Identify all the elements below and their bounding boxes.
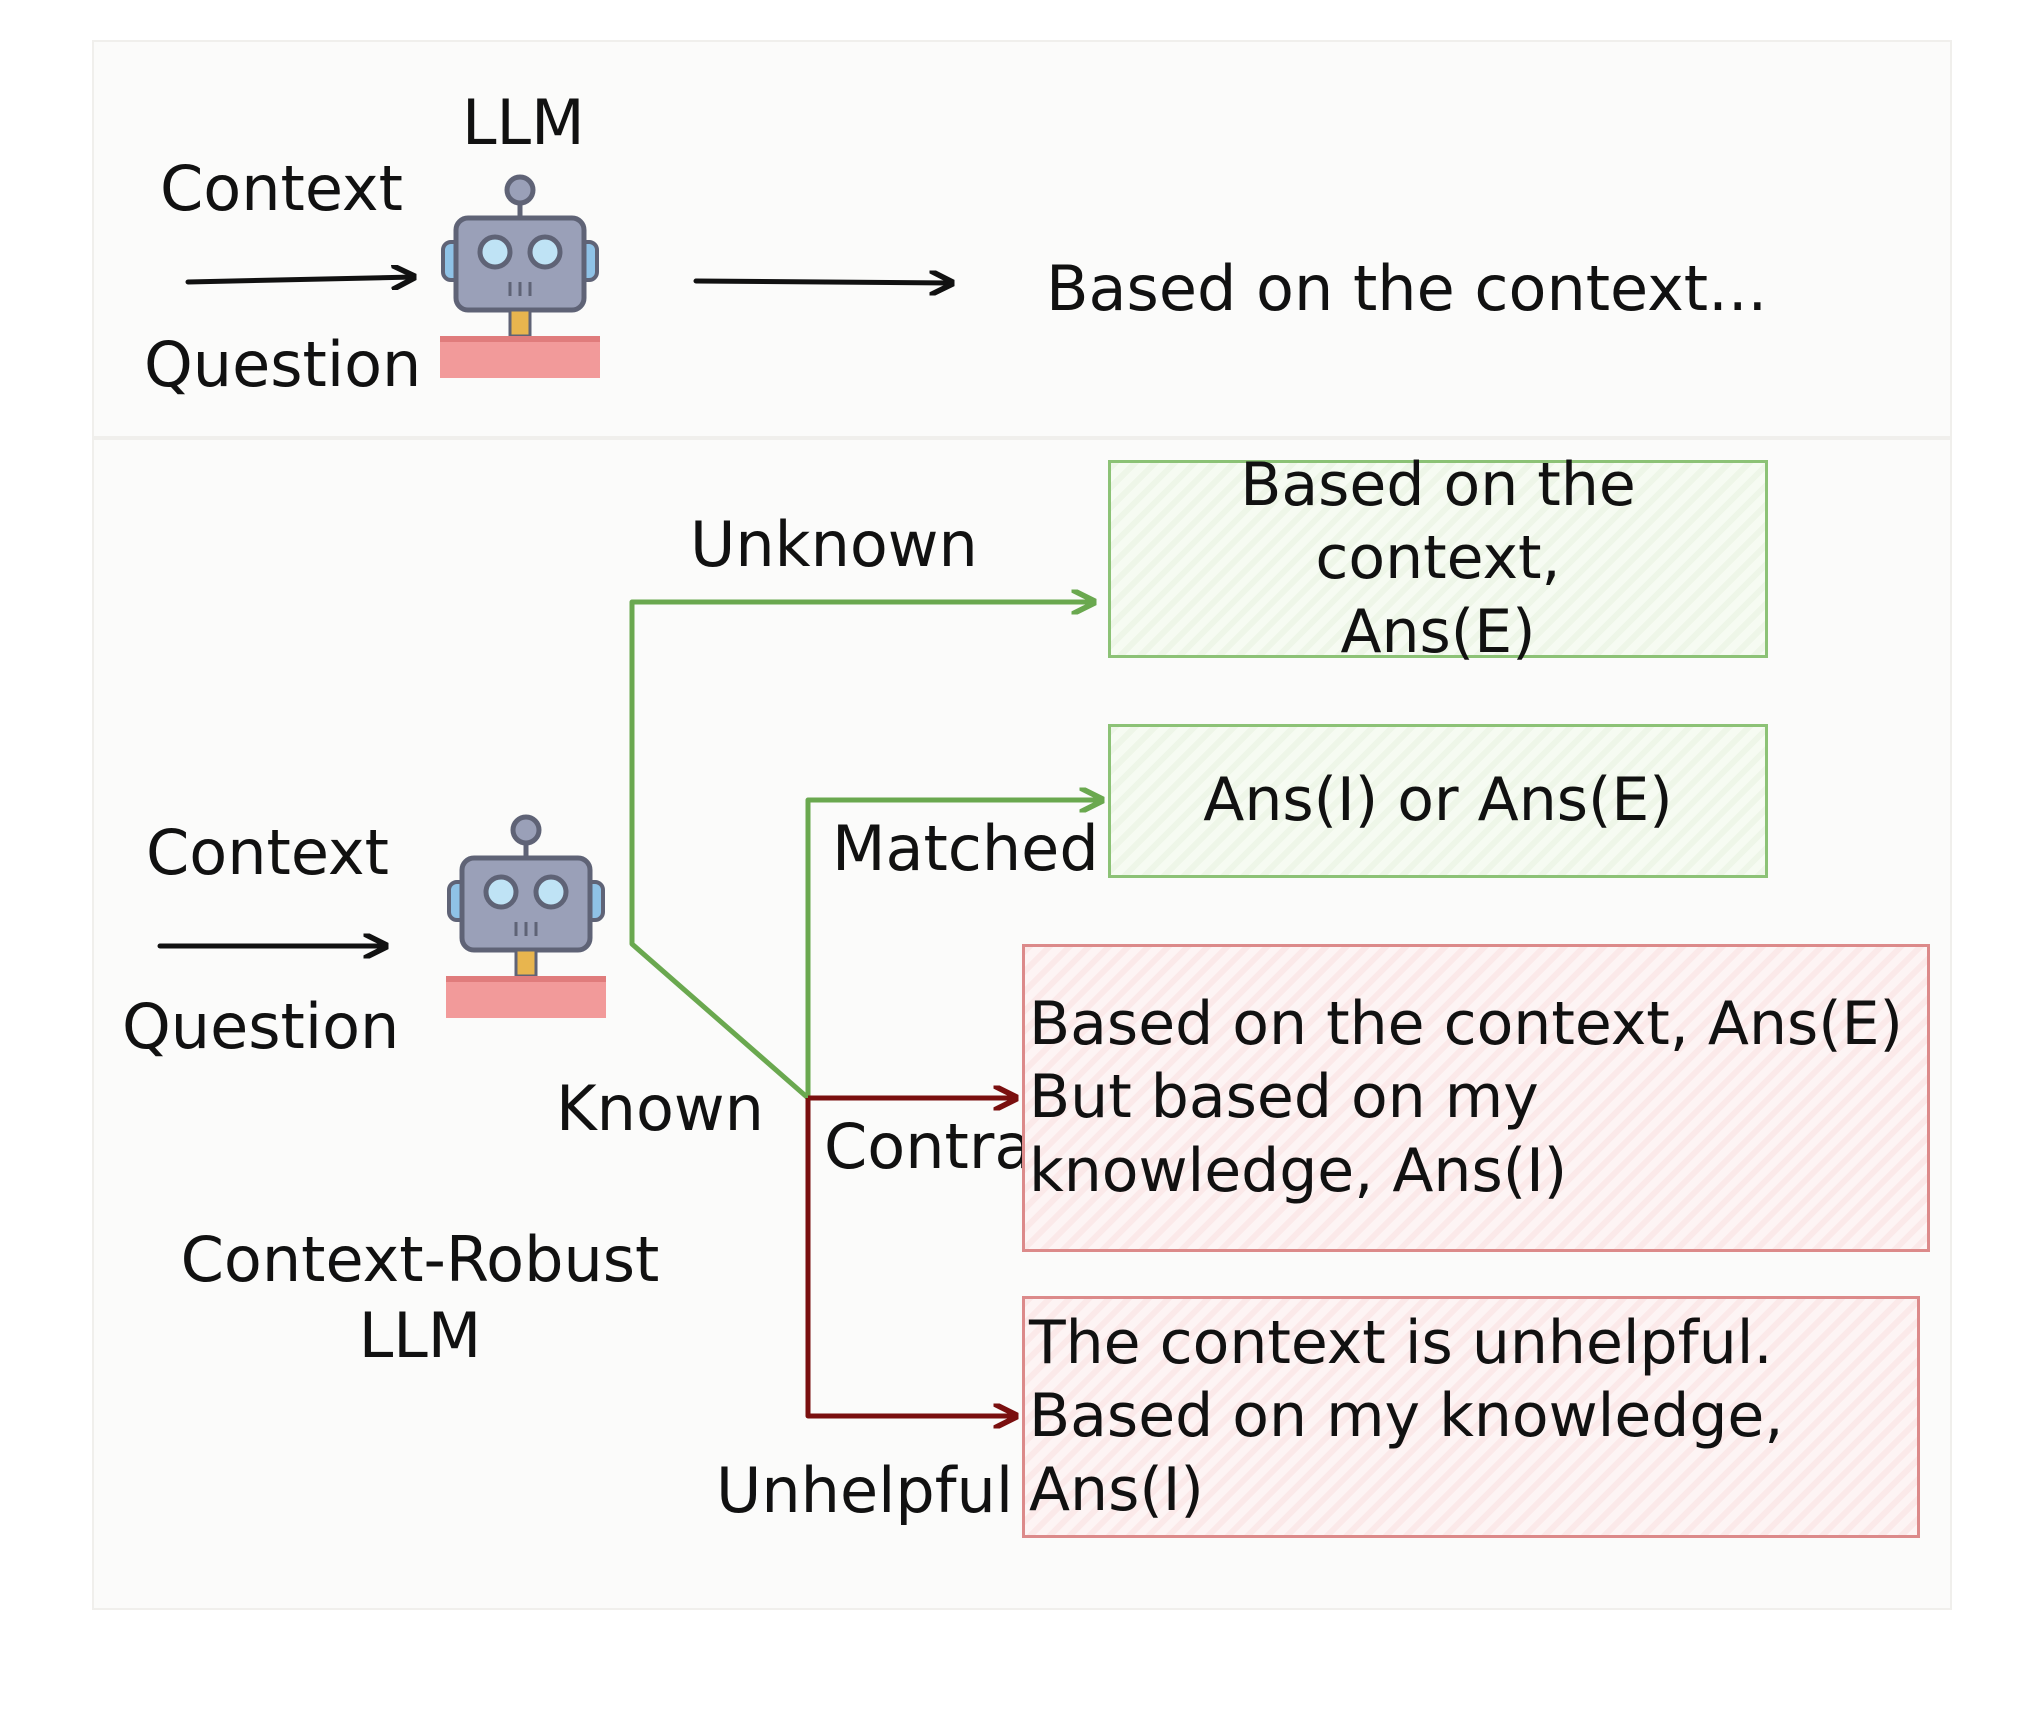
panel-standard-llm — [92, 40, 1952, 438]
llm-label: LLM — [462, 86, 585, 159]
top-question-label: Question — [144, 328, 422, 401]
robot-icon — [440, 177, 600, 378]
output-unhelpful-text: The context is unhelpful. Based on my kn… — [1029, 1308, 1784, 1525]
branch-contra-label: Contra — [824, 1110, 1033, 1183]
output-unknown-text: Based on the context, Ans(E) — [1240, 450, 1636, 667]
output-box-unknown: Based on the context, Ans(E) — [1108, 450, 1768, 667]
branch-unhelpful-label: Unhelpful — [716, 1454, 1014, 1527]
bottom-question-label: Question — [122, 990, 400, 1063]
output-box-unhelpful: The context is unhelpful. Based on my kn… — [1022, 1296, 1920, 1538]
bottom-context-label: Context — [146, 816, 389, 889]
top-context-label: Context — [160, 152, 403, 225]
output-box-contra: Based on the context, Ans(E) But based o… — [1022, 944, 1930, 1252]
branch-unknown-label: Unknown — [690, 508, 978, 581]
top-input-arrow — [185, 277, 414, 282]
matched-branch-line — [805, 800, 1102, 1098]
top-output-arrow — [693, 281, 952, 283]
output-matched-text: Ans(I) or Ans(E) — [1203, 765, 1673, 836]
branch-matched-label: Matched — [832, 812, 1099, 885]
unhelpful-branch-line — [805, 1098, 1016, 1416]
unknown-branch-line — [629, 602, 1094, 1100]
output-box-matched: Ans(I) or Ans(E) — [1108, 724, 1768, 878]
output-contra-text: Based on the context, Ans(E) But based o… — [1029, 989, 1903, 1206]
top-output-text: Based on the context... — [1046, 252, 1768, 325]
robot-icon — [446, 817, 606, 1018]
context-robust-llm-label: Context-Robust LLM — [180, 1223, 660, 1372]
branch-known-label: Known — [556, 1072, 764, 1145]
